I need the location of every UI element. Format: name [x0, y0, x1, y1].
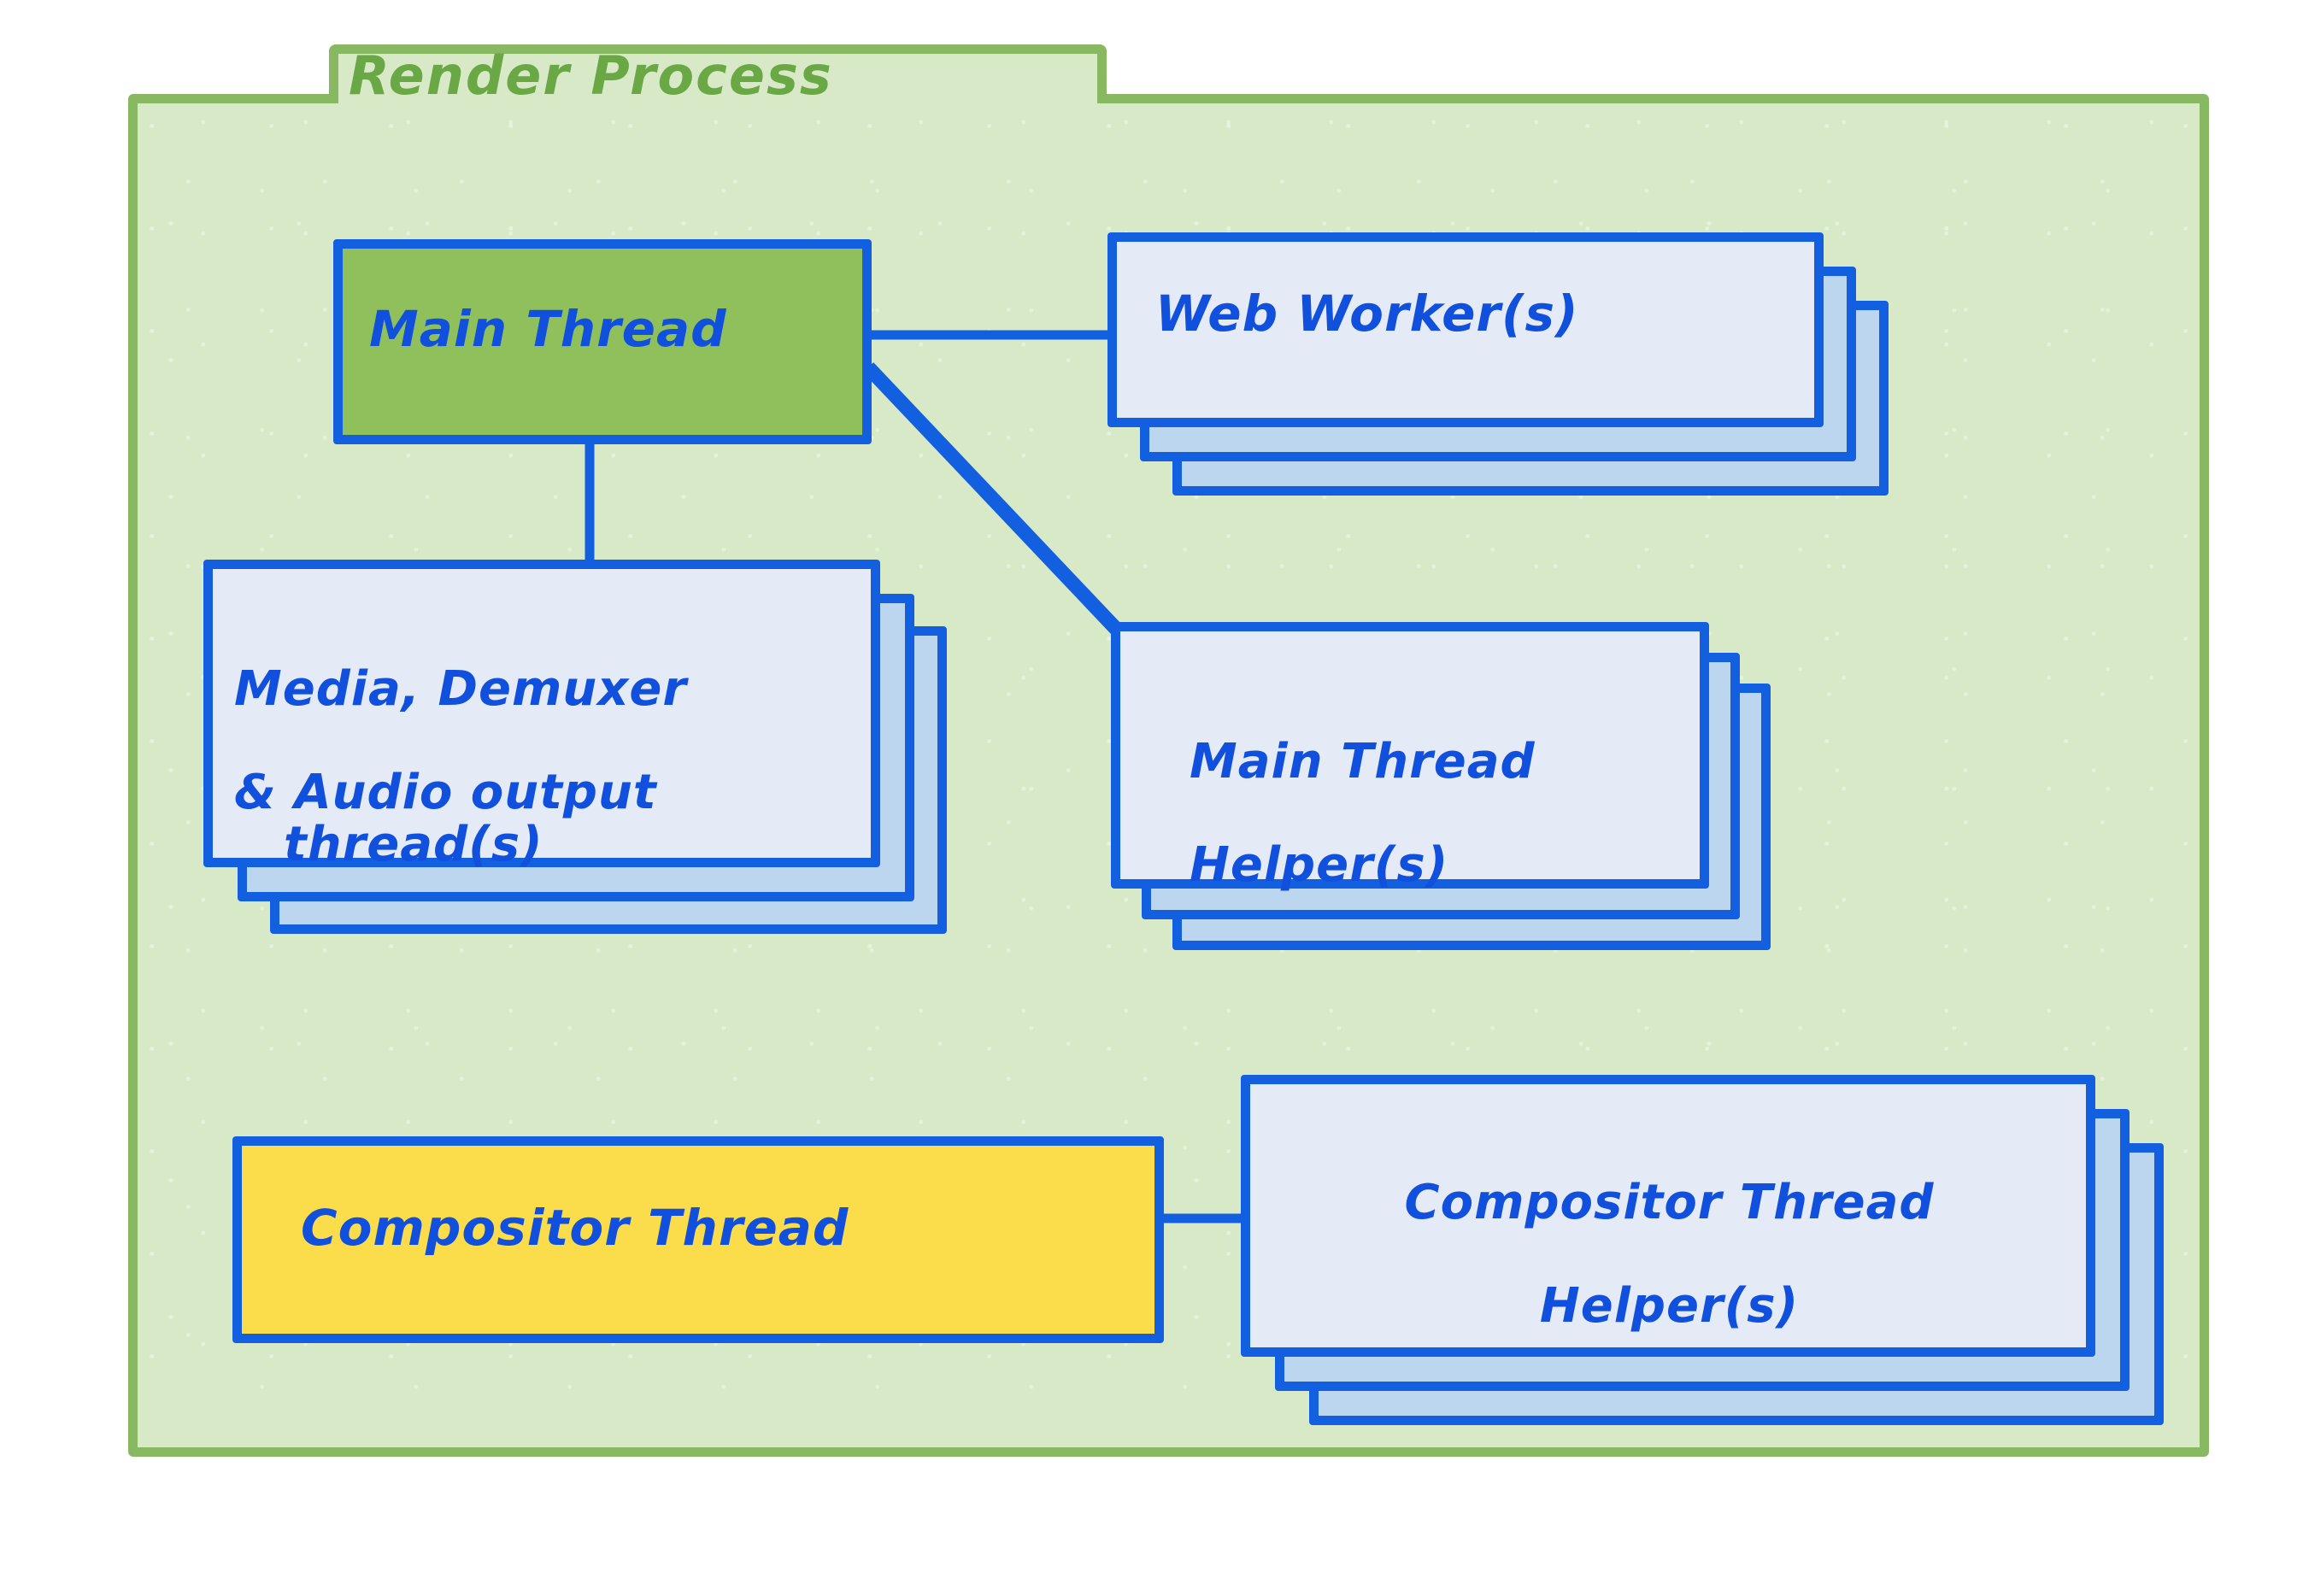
tab-merge-mask — [338, 85, 1097, 106]
main-thread-helper-label: Main Thread Helper(s) — [1190, 685, 1795, 892]
compositor-thread-helper-label: Compositor Thread Helper(s) — [1270, 1126, 2069, 1333]
node-compositor-thread-helper[interactable]: Compositor Thread Helper(s) — [1241, 1075, 2198, 1425]
compositor-thread-helper-label-line1: Compositor Thread — [1404, 1175, 1935, 1231]
node-main-thread-helper[interactable]: Main Thread Helper(s) — [1111, 622, 1795, 955]
node-compositor-thread[interactable]: Compositor Thread — [232, 1136, 1164, 1343]
compositor-thread-helper-card-front — [1241, 1075, 2095, 1357]
main-thread-helper-label-line1: Main Thread — [1190, 734, 1536, 790]
main-thread-helper-label-line2: Helper(s) — [1190, 837, 1449, 894]
media-thread-label: Media, Demuxer & Audio output thread(s) — [234, 613, 867, 923]
main-thread-helper-card-front — [1111, 622, 1709, 889]
web-worker-card-front — [1107, 232, 1824, 427]
media-thread-label-line2: & Audio output — [234, 765, 657, 821]
compositor-thread-helper-label-line2: Helper(s) — [1539, 1278, 1800, 1335]
main-thread-card — [333, 239, 872, 444]
media-thread-card-front — [203, 560, 880, 867]
node-media-demuxer-audio-thread[interactable]: Media, Demuxer & Audio output thread(s) — [203, 560, 955, 944]
media-thread-label-line3: thread(s) — [284, 816, 543, 872]
node-main-thread[interactable]: Main Thread — [333, 239, 872, 444]
compositor-thread-card — [232, 1136, 1164, 1343]
media-thread-label-line1: Media, Demuxer — [234, 661, 687, 718]
main-thread-label: Main Thread — [369, 300, 727, 358]
page-title: Render Process — [349, 44, 833, 107]
node-web-worker[interactable]: Web Worker(s) — [1107, 232, 1902, 497]
web-worker-label: Web Worker(s) — [1155, 285, 1579, 343]
compositor-thread-label: Compositor Thread — [301, 1199, 849, 1257]
